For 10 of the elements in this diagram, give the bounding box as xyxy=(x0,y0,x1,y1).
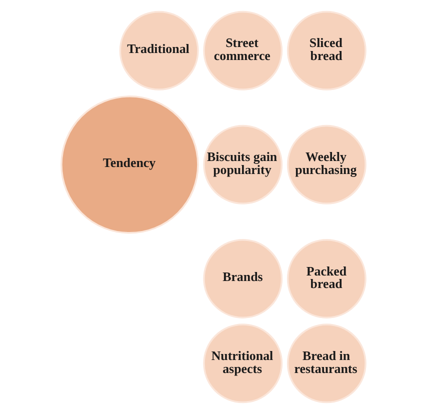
node-circle: Biscuits gain popularity xyxy=(203,124,283,204)
node-circle: Brands xyxy=(203,238,283,318)
node-circle: Bread in restaurants xyxy=(286,324,366,404)
node-circle: Street commerce xyxy=(203,10,283,90)
node-circle: Traditional xyxy=(119,10,199,90)
node-circle: Packed bread xyxy=(286,238,366,318)
node-circle: Tendency xyxy=(60,96,199,234)
node-circle: Nutritional aspects xyxy=(203,324,283,404)
node-circle: Weekly purchasing xyxy=(286,124,366,204)
node-circle: Sliced bread xyxy=(286,10,366,90)
